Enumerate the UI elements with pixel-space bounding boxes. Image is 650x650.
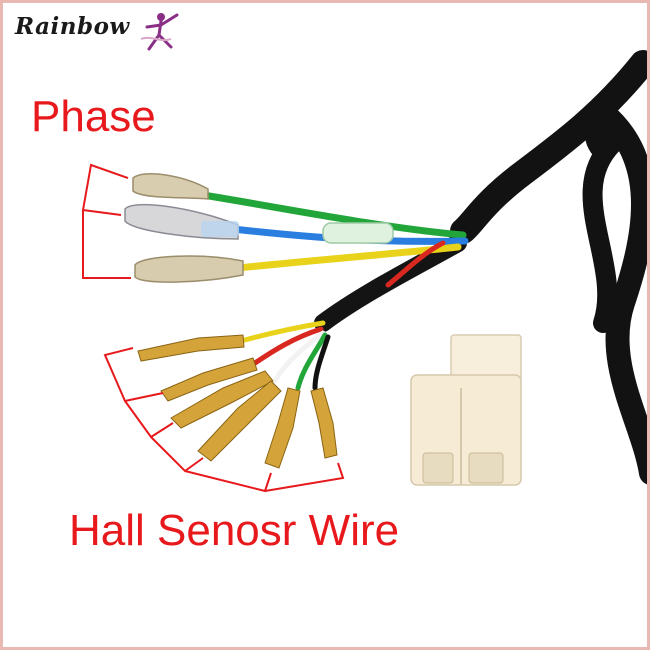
terminal-2 xyxy=(160,357,258,402)
terminal-5 xyxy=(264,387,301,469)
hall-wires xyxy=(238,320,331,391)
terminal-6 xyxy=(310,387,338,459)
phase-bracket xyxy=(81,163,131,279)
motor-cable-photo xyxy=(81,50,647,493)
terminal-1 xyxy=(137,334,245,362)
phase-label: Phase xyxy=(31,92,156,141)
black-cable xyxy=(450,50,647,485)
connector-housing xyxy=(410,334,522,486)
heat-shrink-sleeve xyxy=(322,222,394,244)
hall-terminals xyxy=(137,334,338,469)
bullet-connector-1 xyxy=(132,173,209,200)
hall-bracket xyxy=(103,347,345,493)
terminal-3 xyxy=(170,370,274,429)
bullet-connector-2 xyxy=(124,203,239,240)
phase-wire-red xyxy=(385,240,446,288)
terminal-4 xyxy=(197,380,282,462)
phase-wire-green xyxy=(199,191,467,239)
brand-logo: Rainbow xyxy=(13,9,183,57)
hall-sensor-label: Hall Senosr Wire xyxy=(69,506,400,555)
phase-wires xyxy=(199,191,469,288)
phase-connectors xyxy=(124,173,244,283)
bullet-connector-3 xyxy=(134,255,244,283)
dancer-figure-icon xyxy=(140,13,179,51)
brand-name: Rainbow xyxy=(15,13,130,40)
